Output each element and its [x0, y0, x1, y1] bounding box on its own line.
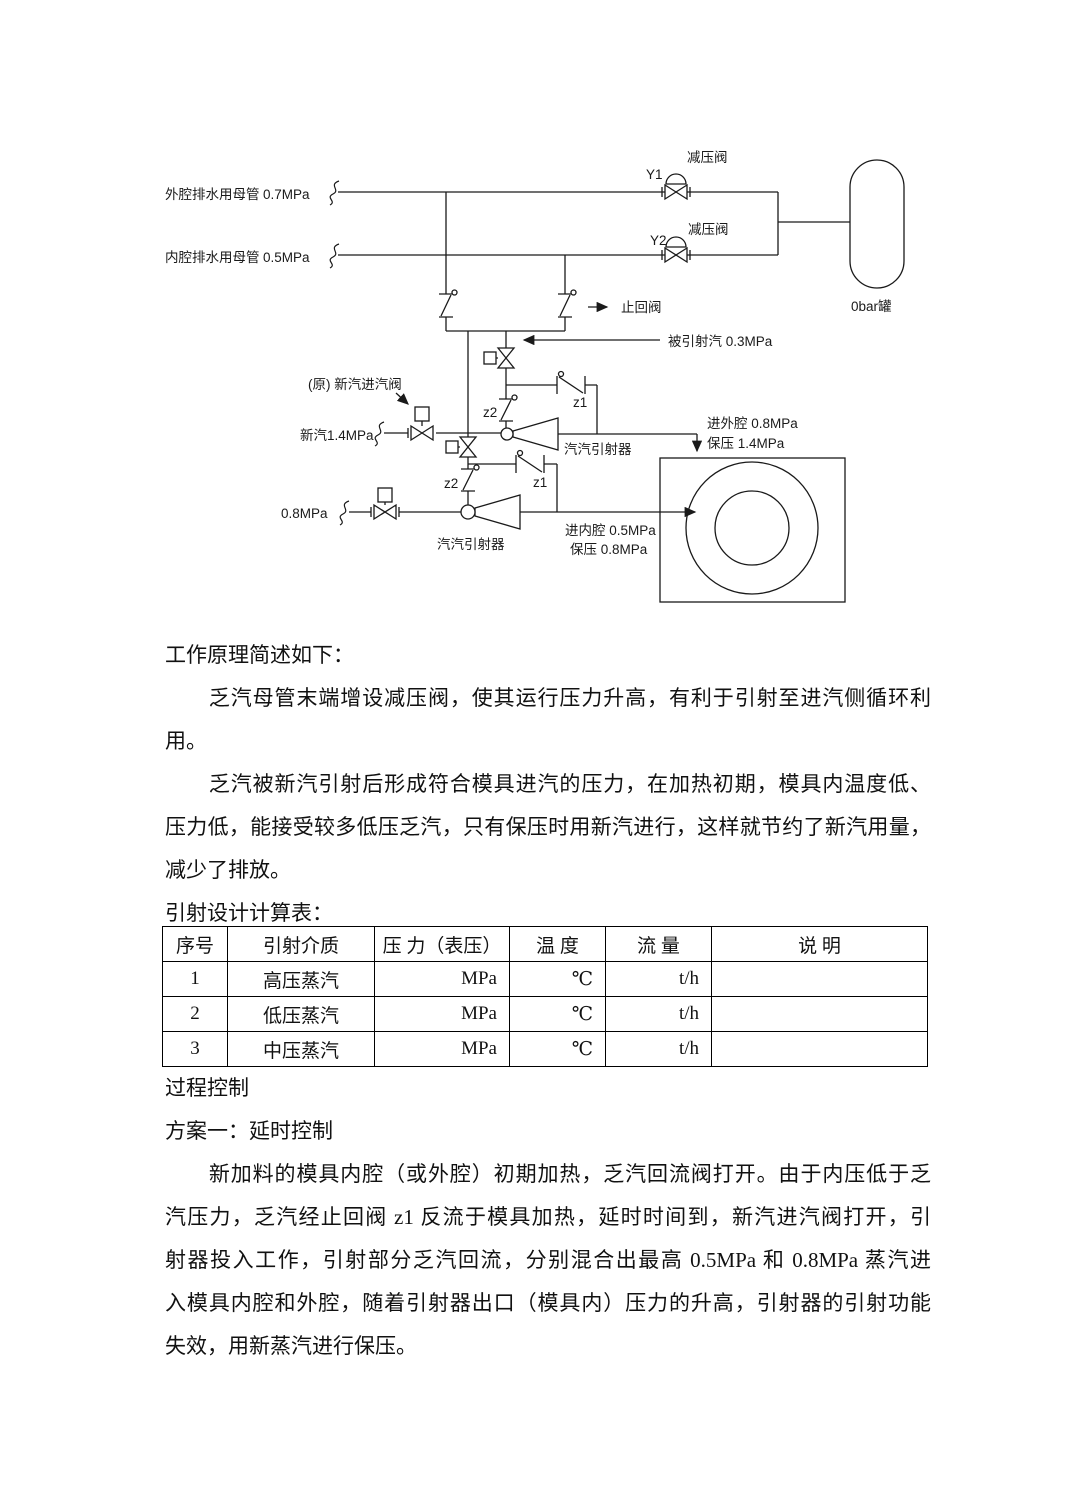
th-flow: 流 量 [605, 926, 712, 962]
label-z2-lower: z2 [444, 476, 458, 491]
label-outer-header: 外腔排水用母管 [165, 187, 260, 202]
process-control-section: 过程控制 方案一：延时控制 新加料的模具内腔（或外腔）初期加热，乏汽回流阀打开。… [165, 1067, 931, 1368]
label-check-valve: 止回阀 [621, 300, 662, 315]
mold-box [659, 457, 846, 603]
label-ejector-1: 汽汽引射器 [564, 442, 632, 457]
arrow-orig-valve-label [395, 392, 409, 405]
check-valve-inner-drop [558, 289, 577, 318]
table-cell: 1 [162, 961, 228, 997]
section-heading: 工作原理简述如下： [165, 643, 354, 667]
ejector-1 [500, 417, 559, 451]
th-pressure: 压 力（表压） [374, 926, 510, 962]
table-cell: MPa [374, 961, 510, 997]
label-inner-in: 进内腔 0.5MPa [565, 523, 656, 538]
body-line: 用。 [165, 729, 207, 753]
label-outer-in: 进外腔 0.8MPa [707, 416, 798, 431]
table-cell [711, 996, 928, 1032]
piping-diagram: 外腔排水用母管 0.7MPa 内腔排水用母管 0.5MPa Y1 减压阀 Y2 … [165, 150, 905, 603]
table-cell: t/h [605, 996, 712, 1032]
table-cell: 高压蒸汽 [227, 961, 375, 997]
table-row: 3 中压蒸汽 MPa ℃ t/h [162, 1031, 928, 1067]
suction-valve-upper [483, 347, 516, 369]
lp-steam-valve [370, 487, 400, 521]
table-cell: 3 [162, 1031, 228, 1067]
label-inner-hold: 保压 0.8MPa [570, 542, 648, 557]
valve-y2 [661, 236, 691, 264]
z2-valve-lower [461, 464, 480, 492]
fresh-steam-valve [407, 406, 434, 442]
body-line: 压力低，能接受较多低压乏汽，只有保压时用新汽进行，这样就节约了新汽用量， [165, 815, 931, 839]
label-z1-upper: z1 [573, 395, 587, 410]
body-line: 乏汽被新汽引射后形成符合模具进汽的压力，在加热初期，模具内温度低、 [165, 772, 931, 796]
section-heading: 方案一：延时控制 [165, 1119, 333, 1143]
table-cell [711, 1031, 928, 1067]
label-tank: 0bar罐 [851, 299, 892, 314]
body-line: 减少了排放。 [165, 858, 291, 882]
calc-table: 序号 引射介质 压 力（表压） 温 度 流 量 说 明 1 高压蒸汽 MPa ℃… [162, 926, 928, 1067]
body-line: 入模具内腔和外腔，随着引射器出口（模具内）压力的升高，引射器的引射功能 [165, 1291, 931, 1315]
zero-bar-tank [849, 159, 905, 289]
body-line: 新加料的模具内腔（或外腔）初期加热，乏汽回流阀打开。由于内压低于乏 [165, 1162, 931, 1186]
label-suction-steam: 被引射汽 0.3MPa [668, 334, 773, 349]
label-z2-upper: z2 [483, 405, 497, 420]
label-outer-header-pressure: 0.7MPa [263, 187, 310, 202]
table-cell: t/h [605, 1031, 712, 1067]
label-z1-lower: z1 [533, 475, 547, 490]
z1-valve-upper [556, 370, 586, 394]
body-line: 汽压力，乏汽经止回阀 z1 反流于模具加热，延时时间到，新汽进汽阀打开，引 [165, 1205, 931, 1229]
section-heading: 过程控制 [165, 1076, 249, 1100]
suction-valve-lower [445, 436, 478, 458]
label-y1: Y1 [646, 167, 663, 182]
label-ejector-2: 汽汽引射器 [437, 537, 505, 552]
body-line: 失效，用新蒸汽进行保压。 [165, 1334, 417, 1358]
label-lp-steam: 0.8MPa [281, 506, 328, 521]
table-cell: 中压蒸汽 [227, 1031, 375, 1067]
th-temp: 温 度 [509, 926, 606, 962]
label-y1-valve: 减压阀 [687, 150, 728, 165]
th-medium: 引射介质 [227, 926, 375, 962]
label-outer-hold: 保压 1.4MPa [707, 436, 785, 451]
table-cell: ℃ [509, 961, 606, 997]
label-y2: Y2 [650, 233, 667, 248]
label-fresh-steam: 新汽1.4MPa [300, 428, 374, 443]
table-row: 2 低压蒸汽 MPa ℃ t/h [162, 996, 928, 1032]
table-cell: 低压蒸汽 [227, 996, 375, 1032]
pipe-lines [338, 191, 850, 513]
table-header-row: 序号 引射介质 压 力（表压） 温 度 流 量 说 明 [162, 926, 928, 962]
pipe-break-marks [329, 180, 385, 526]
z2-valve-upper [499, 394, 518, 422]
th-note: 说 明 [711, 926, 928, 962]
ejector-2 [460, 494, 521, 530]
th-index: 序号 [162, 926, 228, 962]
table-cell: 2 [162, 996, 228, 1032]
label-inner-header-pressure: 0.5MPa [263, 250, 310, 265]
body-line: 乏汽母管末端增设减压阀，使其运行压力升高，有利于引射至进汽侧循环利 [165, 686, 931, 710]
label-y2-valve: 减压阀 [688, 222, 729, 237]
table-cell: ℃ [509, 1031, 606, 1067]
label-orig-valve: (原) 新汽进汽阀 [308, 377, 402, 392]
table-row: 1 高压蒸汽 MPa ℃ t/h [162, 961, 928, 997]
z1-valve-lower [515, 449, 545, 473]
label-inner-header: 内腔排水用母管 [165, 250, 260, 265]
table-cell: ℃ [509, 996, 606, 1032]
valve-y1 [661, 173, 691, 201]
body-line: 射器投入工作，引射部分乏汽回流，分别混合出最高 0.5MPa 和 0.8MPa … [165, 1248, 931, 1272]
principle-section: 工作原理简述如下： 乏汽母管末端增设减压阀，使其运行压力升高，有利于引射至进汽侧… [165, 634, 931, 935]
table-cell: MPa [374, 1031, 510, 1067]
table-cell: t/h [605, 961, 712, 997]
check-valve-outer-drop [439, 289, 458, 318]
table-cell [711, 961, 928, 997]
table-caption: 引射设计计算表： [165, 901, 333, 925]
table-cell: MPa [374, 996, 510, 1032]
